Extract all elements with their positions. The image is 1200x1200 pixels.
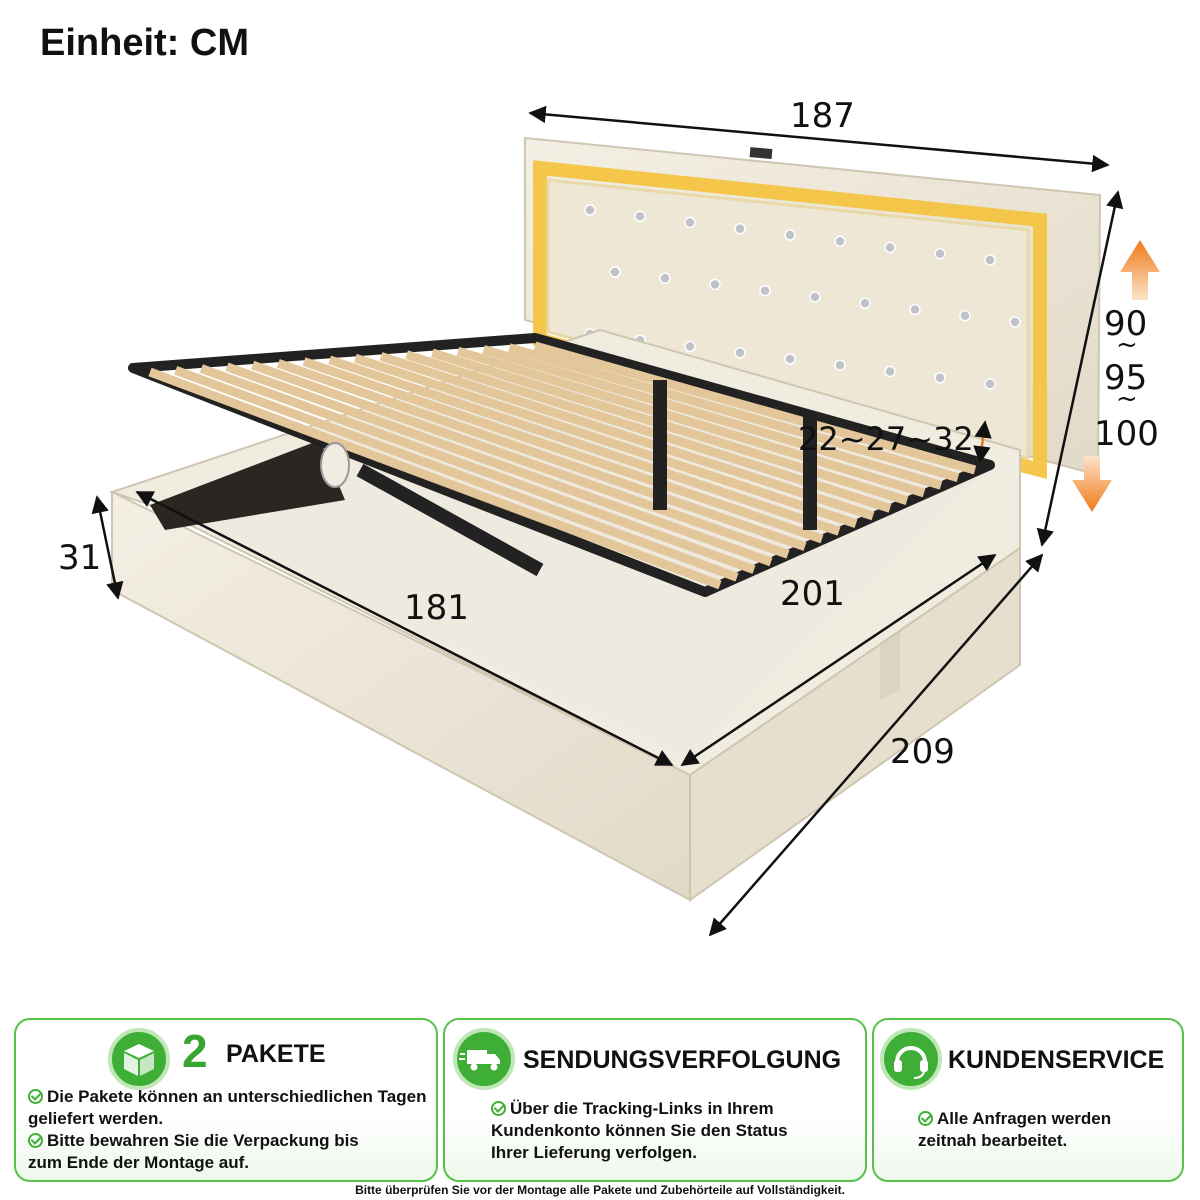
tufting-button (809, 291, 821, 303)
packages-bullet-1: Die Pakete können an unterschiedlichen T… (28, 1087, 427, 1128)
customer-service-title: KUNDENSERVICE (948, 1046, 1165, 1074)
wooden-slat (456, 346, 926, 498)
headset-icon (880, 1028, 942, 1090)
wooden-slat (225, 362, 773, 567)
tufting-button (734, 347, 746, 359)
length-total-label: 209 (890, 732, 955, 772)
height-adjust-icon (1072, 240, 1160, 512)
wooden-slat (508, 343, 960, 482)
frame-height-label: 31 (58, 538, 102, 578)
package-icon (108, 1028, 170, 1090)
wooden-slat (482, 345, 943, 490)
length-total-arrow (708, 553, 1044, 937)
wooden-slat (353, 353, 858, 528)
tufting-button (984, 378, 996, 390)
customer-service-card: KUNDENSERVICE Alle Anfragen werden zeitn… (872, 1018, 1184, 1182)
width-total-label: 187 (790, 96, 855, 136)
slat-height-label: 22~27~32 (798, 420, 974, 458)
tufting-button (984, 254, 996, 266)
tufting-button (584, 204, 596, 216)
footer-note: Bitte überprüfen Sie vor der Montage all… (355, 1183, 845, 1197)
slat-height-arrow (973, 420, 992, 464)
wooden-slat (379, 352, 875, 521)
wooden-slat (430, 348, 909, 505)
tufting-button (684, 340, 696, 353)
unit-label: Einheit: CM (40, 22, 249, 64)
check-icon (28, 1133, 43, 1148)
delivery-truck-icon (453, 1028, 515, 1090)
lift-strap (320, 442, 350, 488)
wooden-slats (148, 341, 977, 590)
tufting-button (684, 216, 696, 229)
tufting-button (909, 303, 921, 316)
tufting-buttons (584, 204, 1021, 390)
usb-port (749, 147, 773, 160)
packages-card: 2 PAKETE Die Pakete können an unterschie… (14, 1018, 438, 1182)
tufting-button (609, 266, 621, 278)
tufting-button (884, 365, 896, 378)
tufting-button (784, 229, 796, 241)
inner-length-label: 201 (780, 574, 845, 614)
packages-title: PAKETE (226, 1040, 326, 1068)
tufting-button (859, 297, 871, 309)
tufting-button (659, 272, 671, 284)
tracking-card: SENDUNGSVERFOLGUNG Über die Tracking-Lin… (443, 1018, 867, 1182)
headboard-height-3-label: 100 (1094, 414, 1159, 454)
check-icon (491, 1101, 506, 1116)
headboard-height-1-label: 90 (1104, 304, 1148, 344)
headboard (524, 136, 1102, 480)
inner-width-label: 181 (404, 588, 469, 628)
tufting-button (709, 278, 721, 291)
tufting-button (884, 241, 896, 254)
tufting-button (834, 235, 846, 247)
wooden-slat (533, 341, 977, 475)
frame-height-arrow (91, 495, 124, 600)
customer-service-bullet-1: Alle Anfragen werden zeitnah bearbeitet. (918, 1109, 1112, 1150)
tufting-button (734, 223, 746, 235)
headboard-height-2-label: 95 (1104, 358, 1148, 398)
bed-illustration (91, 105, 1160, 937)
wooden-slat (302, 357, 824, 544)
headboard-height-sep-2: ~ (1116, 384, 1138, 414)
tufting-button (1009, 316, 1021, 328)
tracking-title: SENDUNGSVERFOLGUNG (523, 1046, 842, 1074)
tufting-button (634, 210, 646, 222)
headboard-height-arrow (1036, 190, 1124, 547)
check-icon (918, 1111, 933, 1126)
tracking-bullet-1: Über die Tracking-Links in Ihrem Kundenk… (491, 1099, 788, 1162)
inner-width-arrow (135, 490, 674, 767)
tufting-button (959, 310, 971, 322)
wooden-slat (251, 360, 790, 559)
tufting-button (934, 248, 946, 260)
wooden-slat (276, 359, 807, 551)
wooden-slat (328, 355, 841, 536)
tufting-button (834, 359, 846, 371)
headboard-height-sep-1: ~ (1116, 330, 1138, 360)
check-icon (28, 1089, 43, 1104)
tufting-button (784, 353, 796, 365)
package-count: 2 (182, 1025, 208, 1077)
width-total-arrow (528, 105, 1110, 173)
tufting-button (759, 285, 771, 297)
dimension-lines (91, 105, 1124, 937)
tufting-button (934, 372, 946, 384)
packages-bullet-2: Bitte bewahren Sie die Verpackung bis zu… (28, 1131, 359, 1172)
